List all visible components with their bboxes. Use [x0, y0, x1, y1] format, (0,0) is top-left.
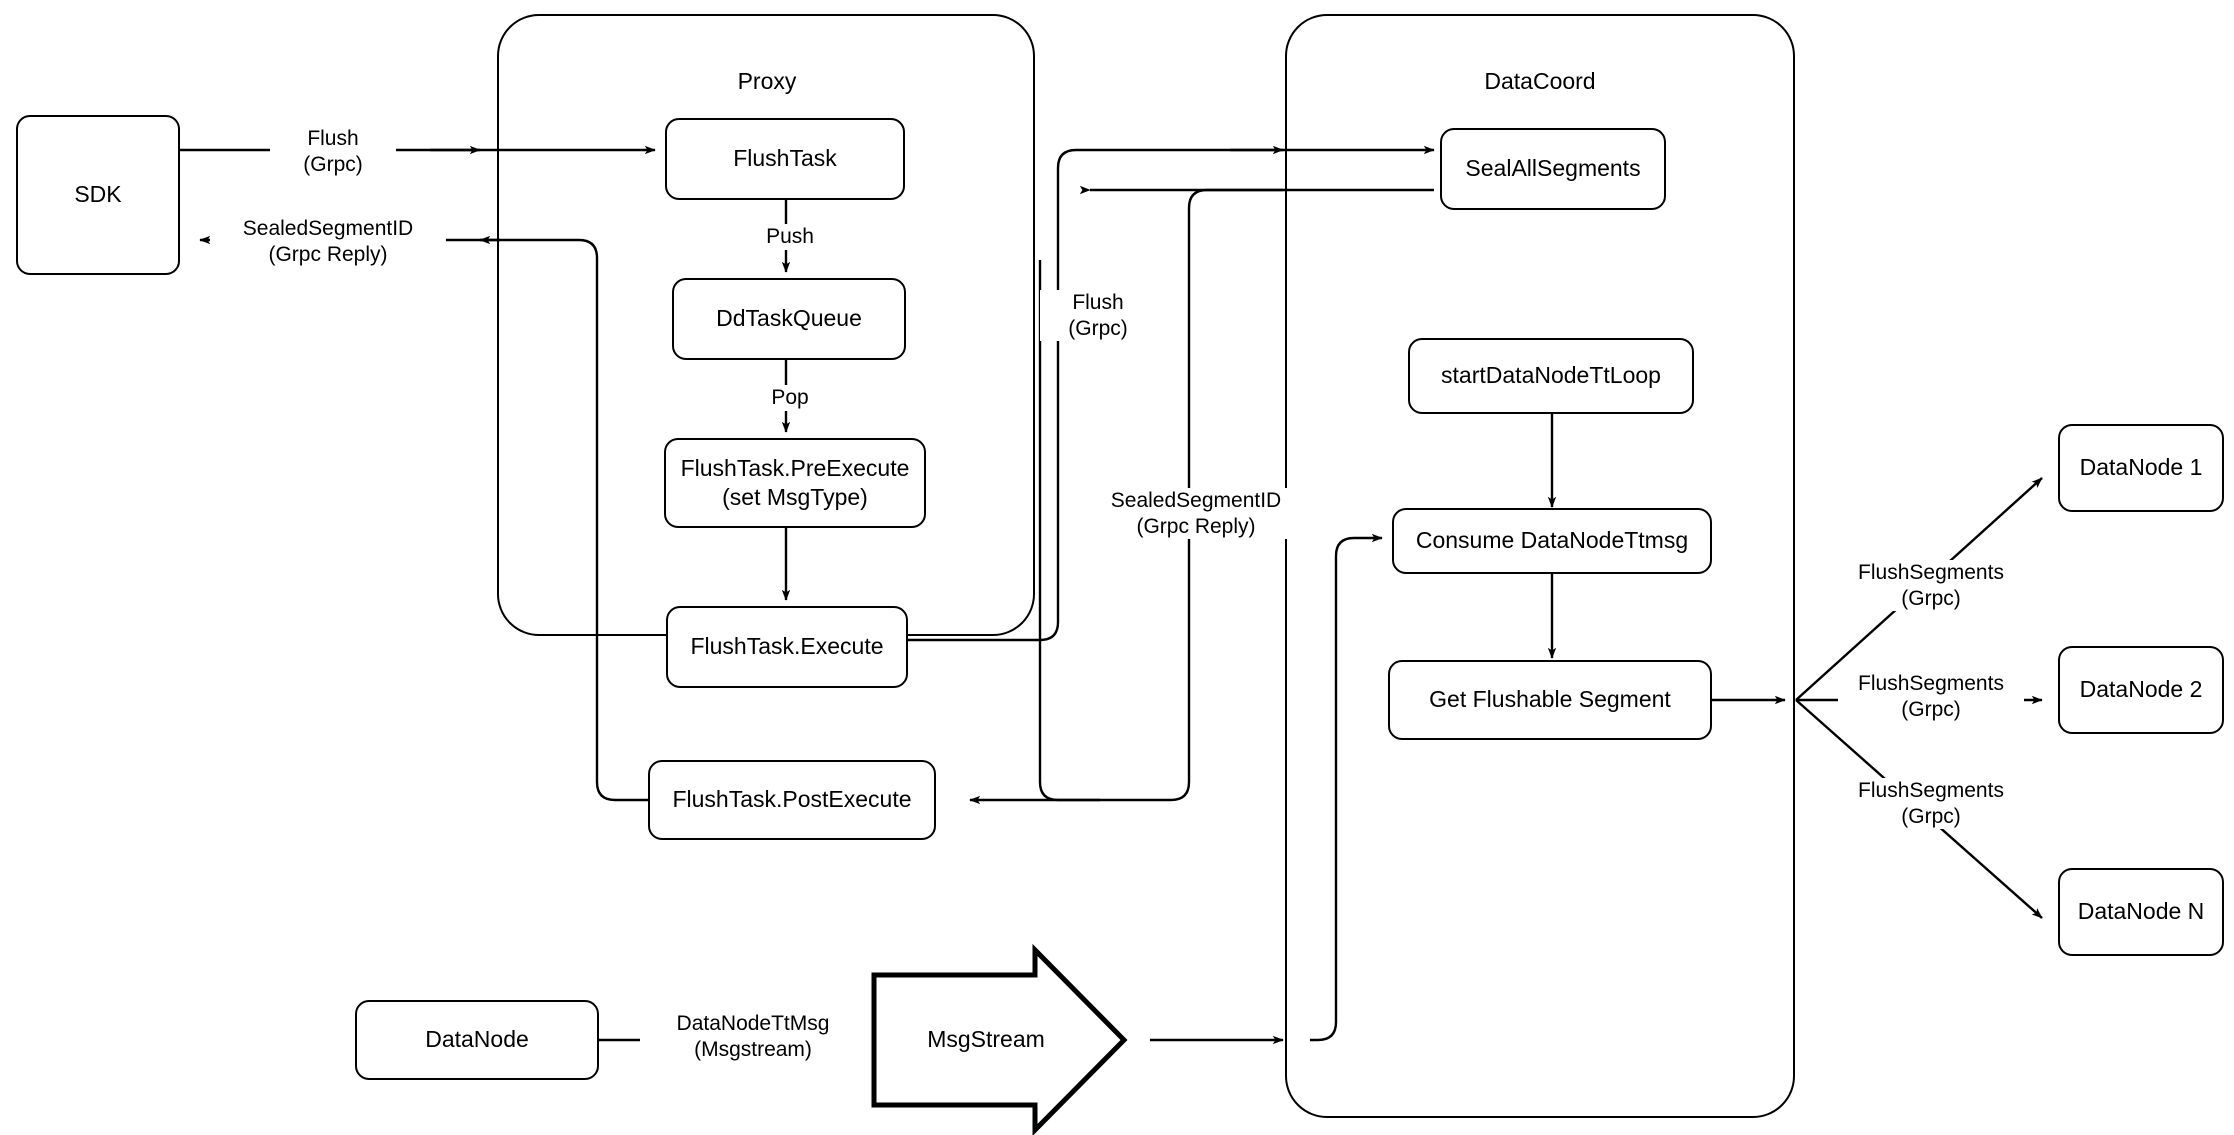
node-start-datanode-tt-loop[interactable]: startDataNodeTtLoop: [1408, 338, 1694, 414]
msgstream-arrow-shape: [871, 943, 1128, 1135]
label-pop: Pop: [748, 385, 832, 411]
label-push: Push: [744, 224, 836, 250]
label-flush-segments-2: FlushSegments (Grpc): [1838, 671, 2024, 723]
node-get-flushable-segment[interactable]: Get Flushable Segment: [1388, 660, 1712, 740]
datacoord-container: [1285, 14, 1795, 1118]
label-proxy-to-datacoord: Flush (Grpc): [1040, 290, 1156, 342]
node-sdk[interactable]: SDK: [16, 115, 180, 275]
label-flush-segments-n: FlushSegments (Grpc): [1838, 778, 2024, 830]
node-datanode-1[interactable]: DataNode 1: [2058, 424, 2224, 512]
proxy-container-title: Proxy: [737, 68, 797, 94]
node-datanode-source[interactable]: DataNode: [355, 1000, 599, 1080]
node-flush-task-post-execute[interactable]: FlushTask.PostExecute: [648, 760, 936, 840]
edge-execute-to-sealallsegments: [908, 145, 1435, 642]
node-datanode-2[interactable]: DataNode 2: [2058, 646, 2224, 734]
label-proxy-to-sdk: SealedSegmentID (Grpc Reply): [210, 216, 446, 268]
label-flush-segments-1: FlushSegments (Grpc): [1838, 560, 2024, 612]
label-datanode-ttmsg: DataNodeTtMsg (Msgstream): [640, 1011, 866, 1063]
edge-datacoord-to-consume: [1310, 533, 1383, 1042]
node-consume-datanode-ttmsg[interactable]: Consume DataNodeTtmsg: [1392, 508, 1712, 574]
node-flush-task[interactable]: FlushTask: [665, 118, 905, 200]
node-msgstream[interactable]: MsgStream: [927, 1026, 1045, 1052]
node-flush-task-pre-execute[interactable]: FlushTask.PreExecute (set MsgType): [664, 438, 926, 528]
node-dd-task-queue[interactable]: DdTaskQueue: [672, 278, 906, 360]
label-datacoord-to-proxy: SealedSegmentID (Grpc Reply): [1078, 488, 1314, 540]
edge-postexecute-to-sdk: [199, 235, 655, 802]
node-seal-all-segments[interactable]: SealAllSegments: [1440, 128, 1666, 210]
label-sdk-to-proxy: Flush (Grpc): [270, 126, 396, 178]
datacoord-container-title: DataCoord: [1484, 68, 1596, 94]
edge-reply-proxy-boundary-riser: [1038, 260, 1100, 802]
node-flush-task-execute[interactable]: FlushTask.Execute: [666, 606, 908, 688]
node-datanode-n[interactable]: DataNode N: [2058, 868, 2224, 956]
